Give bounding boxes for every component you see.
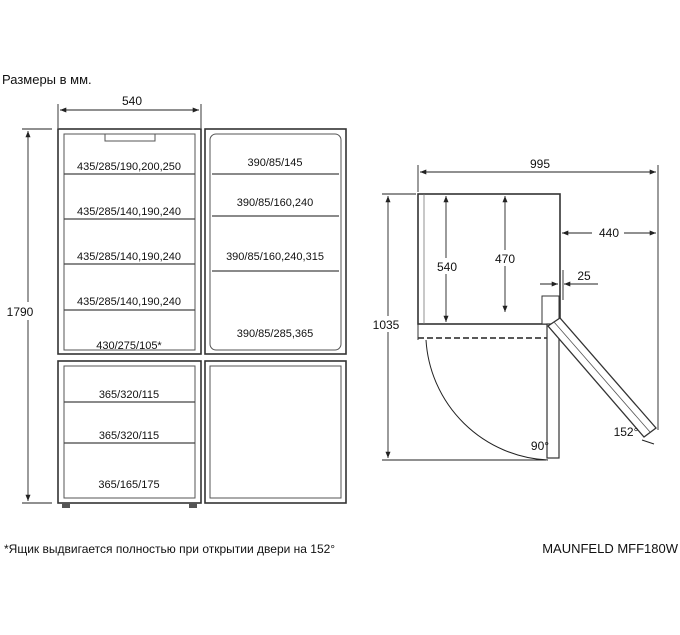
side-open-depth-label: 995 — [530, 157, 550, 171]
fridge-door — [204, 128, 347, 355]
fridge-compartment — [57, 128, 202, 355]
side-view: 995 440 540 470 25 — [368, 157, 659, 461]
fridge-shelf-label: 435/285/140,190,240 — [77, 206, 181, 218]
front-height-label: 1790 — [7, 305, 34, 319]
front-view: 540 1790 435/285/190,200,250 435/285/140… — [2, 94, 347, 508]
model-name: MAUNFELD MFF180W — [542, 541, 679, 556]
fridge-shelf-label: 435/285/140,190,240 — [77, 296, 181, 308]
angle-152-label: 152° — [614, 425, 639, 439]
door-shelf-label: 390/85/285,365 — [237, 328, 313, 340]
side-door-depth-label: 440 — [599, 226, 619, 240]
freezer-door — [204, 360, 347, 504]
freezer-drawer-label: 365/320/115 — [99, 389, 159, 401]
side-inner-depth-label: 470 — [495, 252, 515, 266]
front-width-label: 540 — [122, 94, 142, 108]
side-offset-label: 25 — [577, 269, 591, 283]
angle-90-label: 90° — [531, 439, 549, 453]
freezer-drawer-label: 365/320/115 — [99, 430, 159, 442]
side-body — [417, 193, 561, 325]
freezer-compartment — [57, 360, 202, 504]
footnote: *Ящик выдвигается полностью при открытии… — [4, 542, 335, 556]
units-note: Размеры в мм. — [2, 72, 92, 87]
fridge-shelf-label: 435/285/140,190,240 — [77, 251, 181, 263]
side-height-label: 1035 — [373, 318, 400, 332]
side-body-depth-label: 540 — [437, 260, 457, 274]
fridge-drawer-label: 430/275/105* — [96, 340, 162, 352]
door-shelf-label: 390/85/145 — [247, 157, 302, 169]
fridge-shelf-label: 435/285/190,200,250 — [77, 161, 181, 173]
door-shelf-label: 390/85/160,240,315 — [226, 251, 324, 263]
door-shelf-label: 390/85/160,240 — [237, 197, 313, 209]
freezer-drawer-label: 365/165/175 — [98, 479, 159, 491]
